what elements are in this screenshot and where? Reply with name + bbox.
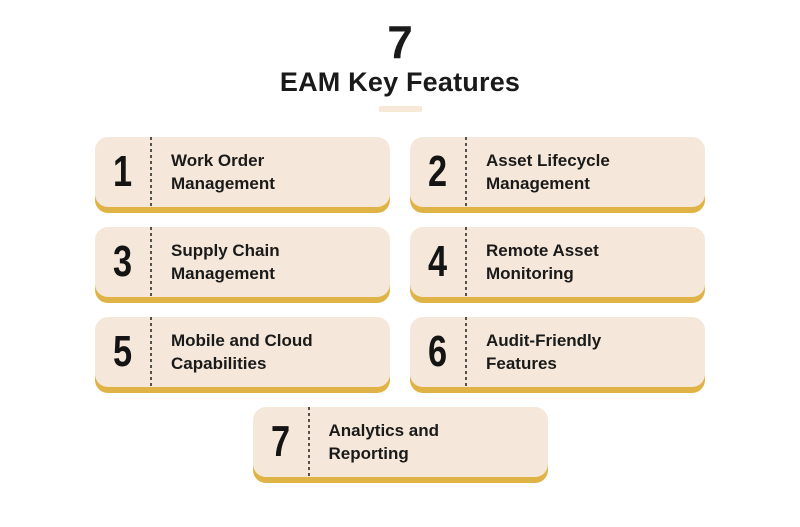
page-title: EAM Key Features [279, 67, 521, 98]
title-underline [378, 105, 422, 112]
feature-label-line: Management [171, 263, 275, 283]
feature-label: Analytics and Reporting [310, 407, 440, 477]
feature-card-7: 7 Analytics and Reporting [252, 406, 548, 477]
dashed-divider [465, 316, 467, 387]
feature-label-line: Supply Chain [171, 240, 280, 260]
feature-count: 7 [387, 16, 413, 68]
feature-label: Mobile and Cloud Capabilities [152, 317, 313, 387]
feature-label: Work Order Management [152, 137, 275, 207]
feature-card-1: 1 Work Order Management [95, 136, 390, 207]
feature-card-3: 3 Supply Chain Management [95, 226, 390, 297]
feature-card-6: 6 Audit-Friendly Features [410, 316, 705, 387]
feature-label: Remote Asset Monitoring [467, 227, 599, 297]
feature-number: 6 [427, 326, 448, 376]
dashed-divider [465, 136, 467, 207]
feature-label-line: Monitoring [486, 263, 574, 283]
feature-number: 1 [112, 146, 133, 196]
feature-label-line: Reporting [328, 443, 409, 463]
feature-label-line: Capabilities [171, 353, 267, 373]
feature-card-5: 5 Mobile and Cloud Capabilities [95, 316, 390, 387]
feature-label-line: Work Order [171, 150, 265, 170]
feature-number: 3 [112, 236, 133, 286]
feature-label: Audit-Friendly Features [467, 317, 601, 387]
feature-label-line: Features [486, 353, 557, 373]
feature-label-line: Mobile and Cloud [171, 330, 313, 350]
features-grid-last-row: 7 Analytics and Reporting [252, 406, 548, 477]
features-grid: 1 Work Order Management 2 Asset Lifecycl… [95, 136, 705, 387]
feature-label-line: Management [486, 173, 590, 193]
feature-label-line: Remote Asset [486, 240, 599, 260]
feature-label-line: Asset Lifecycle [486, 150, 610, 170]
feature-number: 5 [112, 326, 133, 376]
feature-card-4: 4 Remote Asset Monitoring [410, 226, 705, 297]
feature-number: 2 [427, 146, 448, 196]
dashed-divider [150, 136, 152, 207]
feature-card-2: 2 Asset Lifecycle Management [410, 136, 705, 207]
feature-number: 7 [270, 416, 290, 466]
header: 7 EAM Key Features [0, 0, 800, 112]
feature-label-line: Analytics and [328, 420, 440, 440]
dashed-divider [307, 406, 310, 477]
feature-number: 4 [427, 236, 448, 286]
feature-label: Asset Lifecycle Management [467, 137, 610, 207]
dashed-divider [465, 226, 467, 297]
dashed-divider [150, 316, 152, 387]
feature-label: Supply Chain Management [152, 227, 280, 297]
feature-label-line: Management [171, 173, 275, 193]
feature-label-line: Audit-Friendly [486, 330, 602, 350]
dashed-divider [150, 226, 152, 297]
